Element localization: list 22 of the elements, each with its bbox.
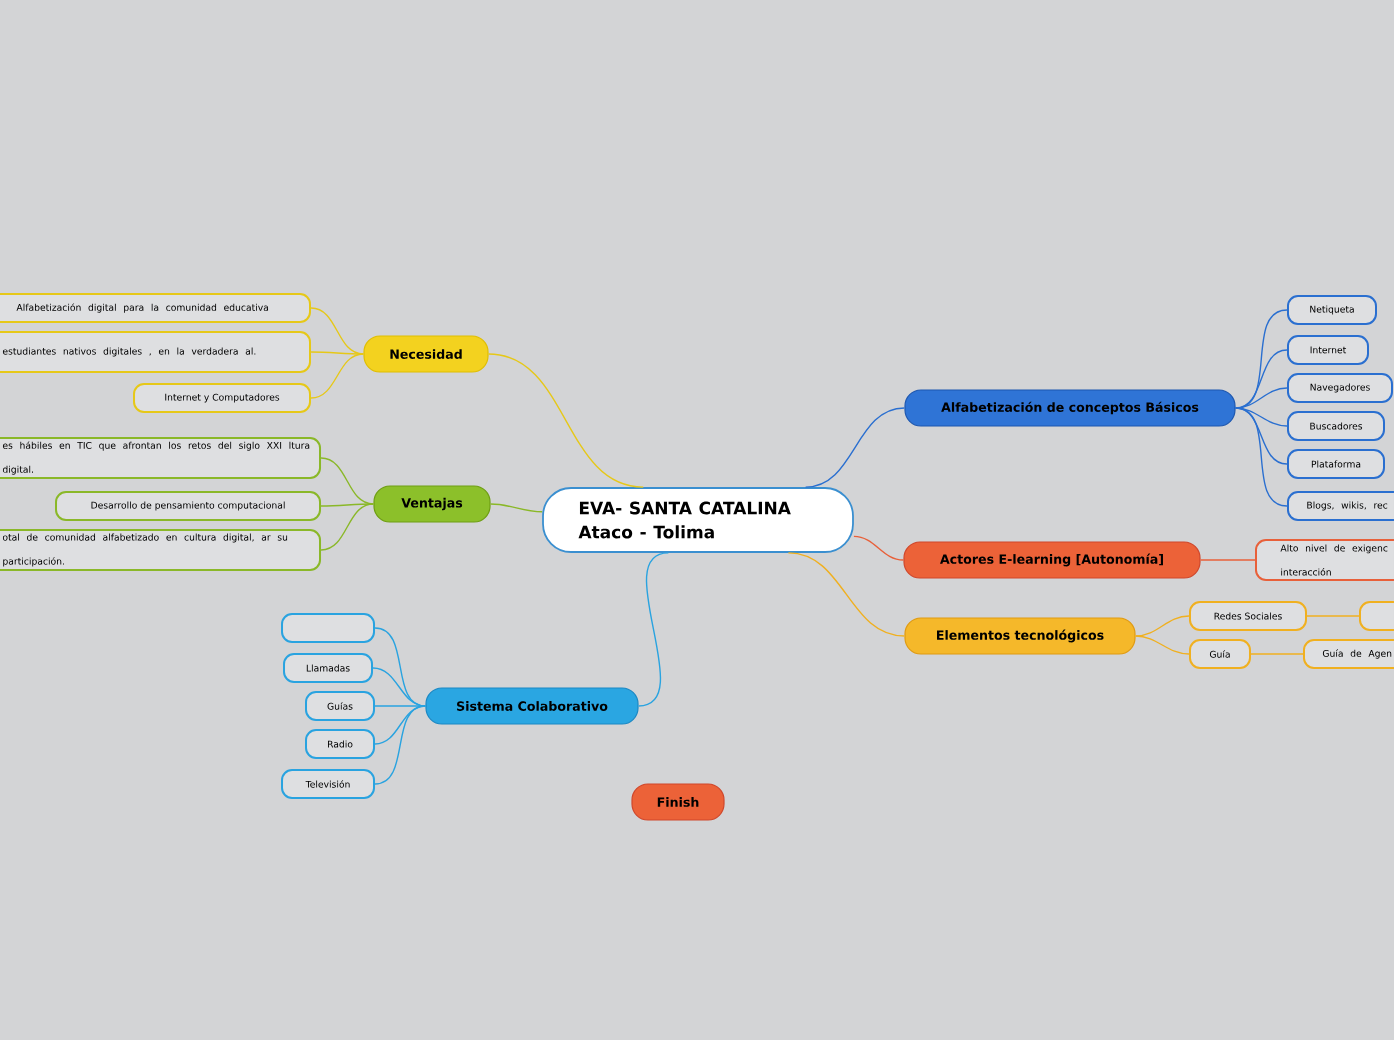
connector-line	[310, 353, 365, 399]
connector-line	[1234, 387, 1288, 409]
connector-line	[487, 353, 644, 488]
connector-line	[489, 503, 543, 513]
connector-line	[320, 503, 375, 551]
connector-line	[1250, 653, 1304, 655]
connector-line	[1134, 615, 1190, 637]
connector-line	[1306, 615, 1360, 617]
connector-line	[637, 552, 670, 707]
connector-line	[804, 407, 906, 488]
connector-line	[1234, 407, 1288, 507]
leaf-box	[1359, 601, 1394, 631]
connector-line	[1199, 559, 1256, 561]
connector-line	[1134, 635, 1190, 655]
topic-box: EVA- SANTA CATALINA Ataco - Tolima	[542, 487, 854, 553]
connector-line	[374, 705, 427, 785]
connector-line	[320, 503, 375, 507]
connector-line	[374, 705, 427, 707]
connector-line	[853, 535, 905, 561]
connector-line	[310, 351, 365, 355]
connector-line	[787, 552, 906, 637]
leaf-box	[281, 613, 375, 643]
